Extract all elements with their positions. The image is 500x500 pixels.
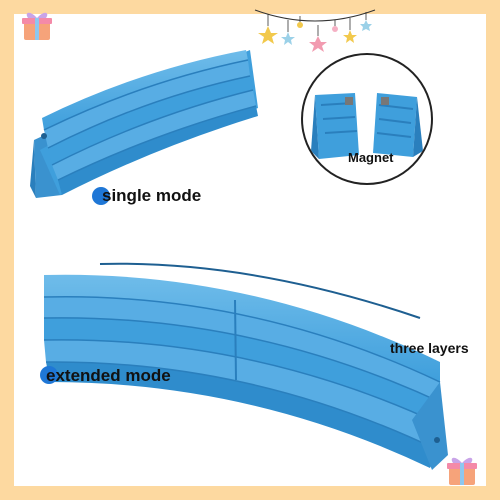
gift-box-icon: [447, 457, 477, 485]
extended-mode-label: extended mode: [46, 366, 171, 385]
gift-box-icon: [22, 12, 52, 40]
single-mode-label: single mode: [102, 186, 202, 205]
magnet-detail-illustration: [311, 93, 423, 159]
hanging-stars-icon: [254, 9, 376, 52]
magnet-label: Magnet: [348, 150, 394, 165]
single-stand: [30, 50, 258, 198]
bullet-dot: [92, 187, 110, 205]
three-layers-label: three layers: [390, 340, 469, 356]
extended-stand: [43, 262, 448, 470]
magnet-detail: [303, 55, 431, 183]
bullet-dot: [40, 366, 58, 384]
